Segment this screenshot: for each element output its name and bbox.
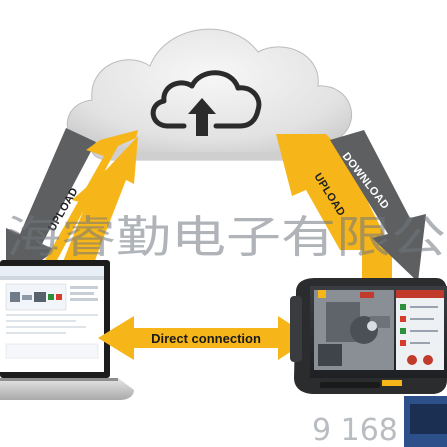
watermark-text: 海睿勤电子有限公 bbox=[6, 212, 446, 263]
bottom-number-fragment: 9 168 bbox=[312, 413, 398, 447]
bottom-partial: 9 168 bbox=[312, 396, 447, 447]
direct-connection-arrow: Direct connection bbox=[98, 316, 312, 360]
laptop bbox=[0, 260, 134, 400]
direct-connection-label: Direct connection bbox=[151, 331, 261, 346]
rugged-tablet bbox=[290, 278, 447, 394]
cloud-upload-icon bbox=[150, 70, 262, 136]
